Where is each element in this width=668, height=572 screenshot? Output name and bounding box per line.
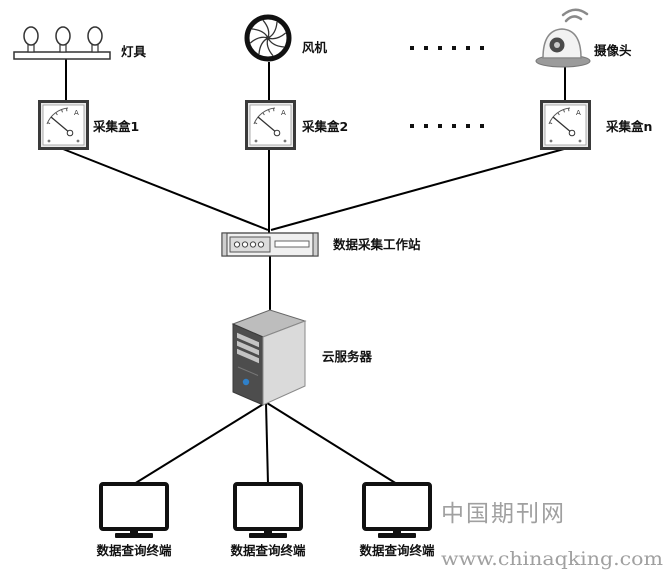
- monitor-icon-3: [362, 482, 432, 538]
- drive-bay: [237, 340, 259, 356]
- drive-slot: [274, 240, 310, 248]
- monitor-base: [249, 533, 287, 538]
- meter-face: [42, 104, 85, 146]
- meter-screw: [549, 139, 553, 143]
- monitor-neck: [264, 529, 272, 534]
- monitor-screen: [99, 482, 169, 531]
- server-side-face: [262, 320, 306, 406]
- meter-face: [249, 104, 292, 146]
- lamp-bulb: [55, 26, 71, 53]
- meter-unit: A: [281, 109, 286, 117]
- wire-server-to-terminal-1: [133, 402, 266, 485]
- wire-collector-1-to-workstation: [62, 148, 269, 231]
- camera-label: 摄像头: [594, 43, 632, 58]
- rack-ear-left: [221, 232, 228, 257]
- drive-bay: [237, 348, 259, 364]
- monitor-neck: [393, 529, 401, 534]
- collector-box-2-label: 采集盒2: [301, 119, 348, 134]
- monitor-base: [115, 533, 153, 538]
- lamp-icon: [13, 26, 111, 60]
- meter-screw: [283, 139, 287, 143]
- meter-needle: [552, 116, 573, 134]
- lamp-bulb: [23, 26, 39, 53]
- terminal-1-label: 数据查询终端: [95, 543, 172, 558]
- indicator-light: [249, 241, 257, 248]
- wire-server-to-terminal-3: [266, 402, 398, 485]
- wire-collector-n-to-workstation: [270, 148, 565, 231]
- meter-pivot: [568, 129, 576, 137]
- camera-lens-glass: [554, 42, 560, 48]
- power-led: [242, 378, 250, 386]
- watermark-name: 中国期刊网: [441, 501, 566, 527]
- lamp-bar: [13, 51, 111, 60]
- monitor-icon-1: [99, 482, 169, 538]
- meter-pivot: [66, 129, 74, 137]
- meter-screw: [76, 139, 80, 143]
- lamp-bulb: [87, 26, 103, 53]
- meter-needle: [50, 116, 71, 134]
- connections: [62, 59, 566, 485]
- meter-unit: A: [74, 109, 79, 117]
- meter-screw: [254, 139, 258, 143]
- meter-screw: [578, 139, 582, 143]
- collector-box-1-label: 采集盒1: [92, 119, 139, 134]
- monitor-screen: [233, 482, 303, 531]
- server-label: 云服务器: [322, 349, 373, 364]
- lamp-label: 灯具: [121, 44, 147, 59]
- server-tower-icon: [231, 309, 307, 406]
- meter-pivot: [273, 129, 281, 137]
- fan-icon: [244, 14, 292, 62]
- drive-bay: [237, 332, 259, 348]
- wire-server-to-terminal-2: [265, 402, 269, 485]
- signal-arc-inner: [564, 15, 583, 23]
- indicator-light: [241, 241, 249, 248]
- watermark-url: www.chinaqking.com: [441, 548, 663, 570]
- camera-icon: [535, 8, 591, 68]
- rack-unit-icon: [221, 232, 319, 257]
- collector-box-1-icon: A: [38, 100, 89, 150]
- terminal-2-label: 数据查询终端: [229, 543, 306, 558]
- rack-ear-right: [312, 232, 319, 257]
- meter-screw: [47, 139, 51, 143]
- workstation-label: 数据采集工作站: [332, 237, 421, 252]
- fan-hub: [265, 35, 271, 41]
- meter-face: [544, 104, 587, 146]
- ellipsis-dots-collectors: [410, 124, 484, 128]
- monitor-screen: [362, 482, 432, 531]
- indicator-light: [257, 241, 265, 248]
- indicator-light: [233, 241, 241, 248]
- terminal-3-label: 数据查询终端: [358, 543, 435, 558]
- meter-needle: [257, 116, 278, 134]
- monitor-neck: [130, 529, 138, 534]
- fan-label: 风机: [302, 40, 328, 55]
- vent-line: [237, 366, 259, 376]
- monitor-base: [378, 533, 416, 538]
- collector-box-n-label: 采集盒n: [605, 119, 652, 134]
- monitor-icon-2: [233, 482, 303, 538]
- meter-unit: A: [576, 109, 581, 117]
- collector-box-n-icon: A: [540, 100, 591, 150]
- signal-arc-outer: [561, 8, 589, 17]
- ellipsis-dots-devices: [410, 46, 484, 50]
- collector-box-2-icon: A: [245, 100, 296, 150]
